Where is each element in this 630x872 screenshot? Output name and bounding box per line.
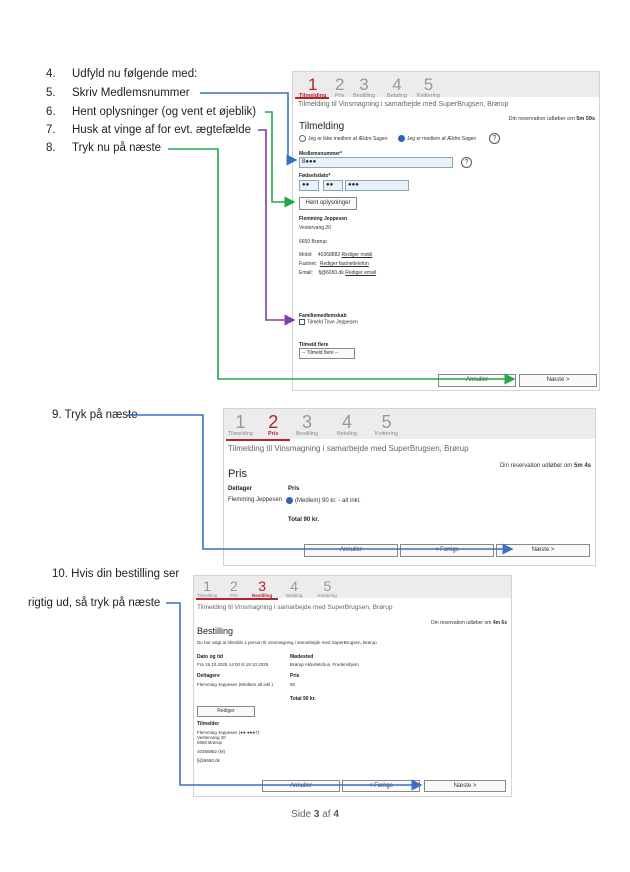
instruction-9: 9. Tryk på næste (52, 409, 138, 421)
date-label: Dato og tid (197, 654, 224, 660)
landline-row: Fastnet: Rediger fastnettelefon (299, 261, 369, 267)
email-row: Email: fj@6650.dk Rediger email (299, 270, 377, 276)
registrant-city: 6650 Brørup (197, 740, 223, 745)
birth-day-input[interactable]: ●● (299, 180, 319, 191)
price-option[interactable]: (Medlem) 90 kr. - alt inkl. (286, 497, 361, 504)
instruction-4: 4.Udfyld nu følgende med: (46, 68, 198, 80)
next-button[interactable]: Næste > (519, 374, 597, 387)
section-heading: Tilmelding (299, 121, 345, 132)
previous-button[interactable]: < Forrige (400, 544, 494, 557)
next-button[interactable]: Næste > (496, 544, 590, 557)
previous-button[interactable]: < Forrige (342, 780, 420, 792)
instruction-10-line2: rigtig ud, så tryk på næste (28, 597, 161, 609)
participant-column-header: Deltager (228, 486, 253, 492)
birthdate-label: Fødselsdato* (299, 173, 331, 179)
help-icon[interactable]: ? (461, 157, 472, 168)
family-checkbox-row[interactable]: Tilmeld Tove Jeppesen (299, 319, 358, 325)
reservation-timer: Din reservation udløber om 4m 6s (431, 620, 507, 626)
registrant-email: fj@6650.dk (197, 758, 220, 763)
member-street: Vestervang 20 (299, 225, 331, 231)
radio-icon[interactable] (299, 135, 306, 142)
arrow-to-fetch-button (265, 111, 296, 208)
event-subtitle: Tilmelding til Vinsmagning i samarbejde … (228, 444, 469, 453)
register-more-select[interactable]: -- Tilmeld flere -- (299, 348, 355, 359)
date-value: Fra 19.10.2025 14:00 til 19.10.2025 (197, 662, 269, 667)
fetch-info-button[interactable]: Hent oplysninger (299, 197, 357, 210)
birth-year-input[interactable]: ●●● (345, 180, 409, 191)
event-subtitle: Tilmelding til Vinsmagning i samarbejde … (197, 604, 393, 611)
venue-value: Brørup Aktivitetshus, Fredenshjem (290, 662, 359, 667)
active-step-underline (226, 439, 290, 441)
active-step-underline (295, 97, 329, 99)
next-button[interactable]: Næste > (424, 780, 506, 792)
cancel-button[interactable]: Annuller (438, 374, 516, 387)
active-step-underline (196, 598, 278, 600)
radio-not-member[interactable]: Jeg er ikke medlem af Ældre Sagen (299, 135, 387, 142)
edit-email-link[interactable]: Rediger email (345, 270, 377, 276)
registrant-phone: 40368882 (M) (197, 749, 226, 754)
total-price: Total 90 kr. (290, 696, 316, 702)
price-column-header: Pris (288, 486, 300, 492)
price-label: Pris (290, 673, 300, 679)
participant-name: Flemming Jeppesen (228, 497, 283, 503)
venue-label: Mødested (290, 654, 314, 660)
radio-selected-icon[interactable] (398, 135, 405, 142)
cancel-button[interactable]: Annuller (262, 780, 340, 792)
participant-value: Flemming Jeppesen (Medlem alt inkl.) (197, 682, 274, 687)
total-price: Total 90 kr. (288, 517, 319, 523)
member-name: Flemming Jeppesen (299, 216, 348, 222)
page-footer: Side 3 af 4 (291, 809, 339, 820)
member-number-input[interactable]: 8●●● (299, 157, 453, 168)
birth-month-input[interactable]: ●● (323, 180, 343, 191)
event-subtitle: Tilmelding til Vinsmagning i samarbejde … (298, 101, 509, 108)
instruction-10-line1: 10. Hvis din bestilling ser (52, 568, 180, 580)
reservation-timer: Din reservation udløber om 5m 4s (499, 463, 591, 469)
edit-mobile-link[interactable]: Rediger mobil (341, 252, 373, 258)
price-value: 90 (290, 682, 296, 687)
mobile-row: Mobil: 40368882 Rediger mobil (299, 252, 373, 258)
instruction-5: 5.Skriv Medlemsnummer (46, 87, 190, 99)
arrow-to-family-checkbox (258, 129, 296, 326)
registrant-label: Tilmelder (197, 721, 220, 727)
instruction-8: 8.Tryk nu på næste (46, 142, 162, 154)
cancel-button[interactable]: Annuller (304, 544, 398, 557)
edit-landline-link[interactable]: Rediger fastnettelefon (319, 261, 369, 267)
participants-label: Deltagere (197, 673, 220, 679)
instruction-7: 7.Husk at vinge af for evt. ægtefælde (46, 124, 251, 136)
section-heading: Pris (228, 468, 247, 480)
member-city: 6650 Brørup (299, 239, 327, 245)
edit-button[interactable]: Rediger (197, 706, 255, 717)
order-intro: Du har valgt at tilmelde 1 person til Vi… (197, 640, 377, 645)
section-heading: Bestilling (197, 626, 234, 636)
radio-selected-icon[interactable] (286, 497, 293, 504)
help-icon[interactable]: ? (489, 133, 500, 144)
radio-member[interactable]: Jeg er medlem af Ældre Sagen (398, 135, 476, 142)
checkbox-icon[interactable] (299, 319, 305, 325)
reservation-timer: Din reservation udløber om 5m 59s (508, 116, 595, 122)
instruction-6: 6.Hent oplysninger (og vent et øjeblik) (46, 106, 257, 118)
